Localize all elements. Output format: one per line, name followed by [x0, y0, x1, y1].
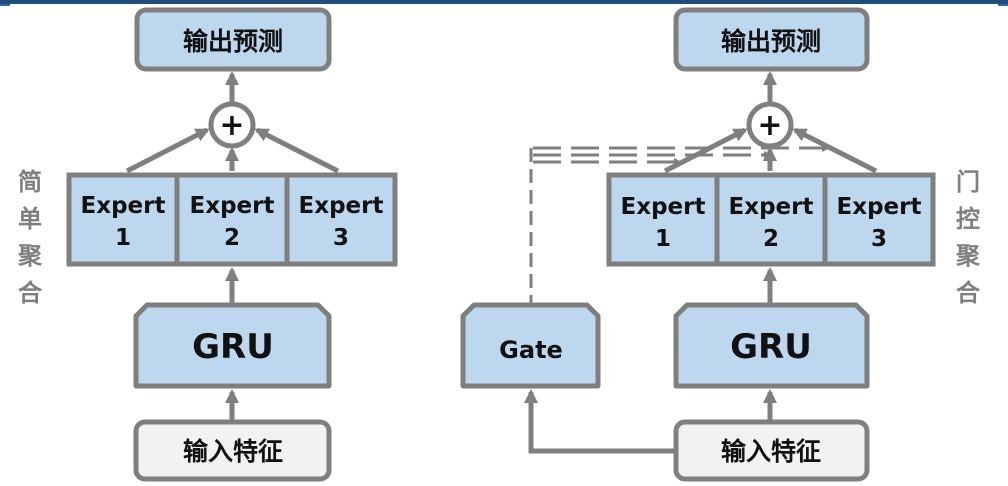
top-bar-accent-right	[998, 4, 1008, 6]
top-bar-accent-left	[0, 4, 10, 6]
left-sum-node: +	[208, 101, 256, 149]
svg-text:Expert: Expert	[190, 193, 275, 219]
svg-text:Expert: Expert	[837, 194, 922, 220]
side-char: 合	[956, 279, 981, 307]
left-panel: 简 单 聚 合 输出预测 + Expert 1	[17, 7, 398, 482]
left-gru-box: GRU	[133, 302, 332, 389]
expert-1: Expert 1	[81, 193, 166, 251]
svg-text:1: 1	[115, 225, 131, 251]
left-input-label: 输入特征	[183, 437, 283, 466]
right-input-box: 输入特征	[673, 419, 870, 482]
right-output-label: 输出预测	[721, 27, 821, 56]
left-experts: Expert 1 Expert 2 Expert 3	[66, 172, 398, 267]
left-side-label: 简 单 聚 合	[17, 168, 43, 307]
side-char: 门	[956, 168, 980, 196]
expert-3: Expert 3	[837, 194, 922, 252]
left-output-label: 输出预测	[183, 27, 283, 56]
plus-icon: +	[757, 108, 782, 143]
svg-text:3: 3	[333, 225, 349, 251]
side-char: 单	[18, 205, 42, 233]
left-output-box: 输出预测	[134, 7, 332, 72]
gate-weight-lines	[529, 144, 830, 303]
svg-text:3: 3	[871, 226, 887, 252]
svg-text:2: 2	[763, 226, 779, 252]
side-char: 聚	[955, 242, 981, 270]
left-gru-label: GRU	[192, 327, 274, 367]
gate-label: Gate	[499, 336, 563, 364]
right-input-label: 输入特征	[721, 437, 821, 466]
left-input-box: 输入特征	[133, 419, 332, 482]
side-char: 简	[18, 168, 42, 196]
right-panel: 门 控 聚 合 输出预测 +	[460, 7, 981, 482]
right-side-label: 门 控 聚 合	[955, 168, 981, 307]
svg-text:Expert: Expert	[81, 193, 166, 219]
gate-box: Gate	[460, 302, 601, 389]
right-experts: Expert 1 Expert 2 Expert 3	[606, 172, 936, 267]
expert-2: Expert 2	[190, 193, 275, 251]
side-char: 聚	[17, 242, 43, 270]
svg-text:1: 1	[655, 226, 671, 252]
svg-text:Expert: Expert	[729, 194, 814, 220]
right-gru-label: GRU	[730, 327, 812, 367]
arrow-expert3-to-sum	[792, 127, 878, 174]
arrow-input-to-gate	[524, 389, 676, 454]
plus-icon: +	[219, 108, 244, 143]
right-sum-node: +	[746, 101, 794, 149]
arrow-expert3-to-sum	[254, 127, 340, 174]
arrow-expert1-to-sum	[663, 127, 748, 174]
right-gru-box: GRU	[673, 302, 870, 389]
arrow-expert1-to-sum	[125, 127, 210, 174]
top-bar	[0, 0, 1008, 4]
expert-1: Expert 1	[621, 194, 706, 252]
svg-text:Expert: Expert	[621, 194, 706, 220]
side-char: 控	[956, 205, 980, 233]
expert-2: Expert 2	[729, 194, 814, 252]
expert-3: Expert 3	[299, 193, 384, 251]
right-output-box: 输出预测	[673, 7, 870, 72]
svg-text:Expert: Expert	[299, 193, 384, 219]
side-char: 合	[18, 279, 43, 307]
svg-text:2: 2	[224, 225, 240, 251]
